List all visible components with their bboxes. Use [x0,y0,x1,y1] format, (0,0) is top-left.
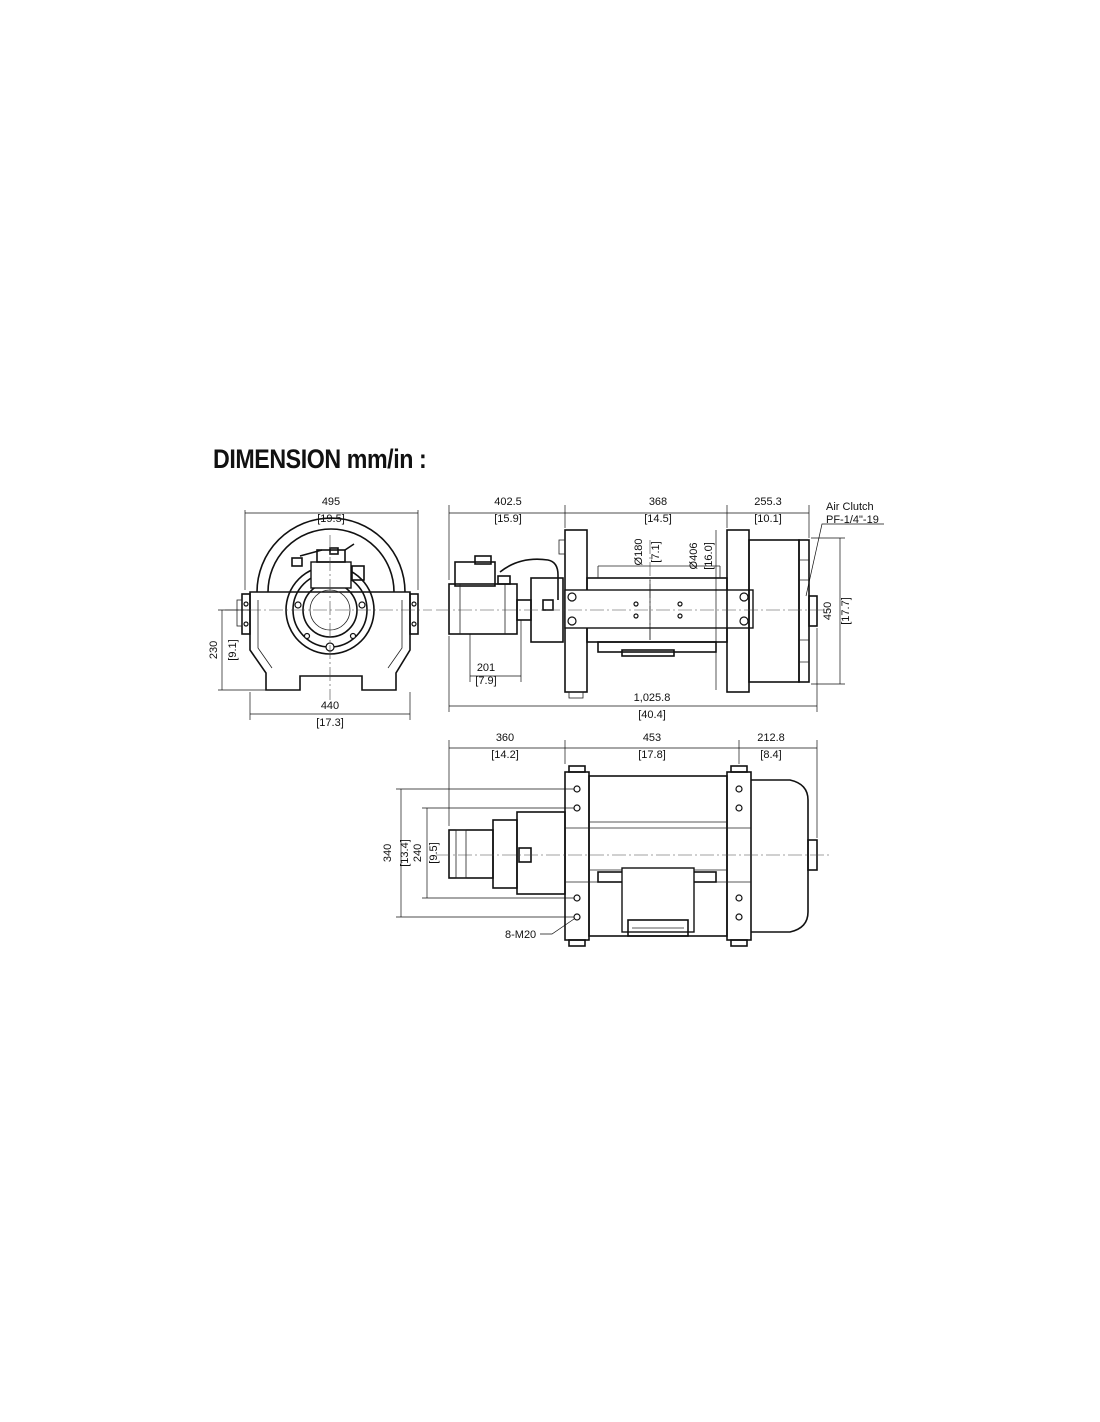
dim-flange-dia: Ø406 [688,543,700,570]
dim-side-height-in: [17.7] [840,597,852,625]
bolt-callout: 8-M20 [505,929,536,941]
side-view: 402.5 [15.9] 368 [14.5] 255.3 [10.1] Ø18… [436,496,884,721]
dim-side-total: 1,025.8 [634,692,671,704]
dim-side-motor: 402.5 [494,496,522,508]
dim-top-motor: 360 [496,732,514,744]
dim-top-outer-in: [13.4] [399,839,411,867]
dim-front-width: 495 [322,496,340,508]
dim-side-clutch-in: [10.1] [754,513,782,525]
dim-side-height: 450 [822,602,834,620]
dim-top-clutch-in: [8.4] [760,749,781,761]
dim-side-total-in: [40.4] [638,709,666,721]
dim-top-span: 453 [643,732,661,744]
dim-side-motor-in: [15.9] [494,513,522,525]
air-clutch-port: PF-1/4"-19 [826,514,879,526]
dim-side-clutch: 255.3 [754,496,782,508]
dim-front-base-in: [17.3] [316,717,344,729]
dim-side-offset: 201 [477,662,495,674]
dim-top-motor-in: [14.2] [491,749,519,761]
dim-drum-dia: Ø180 [633,539,645,566]
top-view: 360 [14.2] 453 [17.8] 212.8 [8.4] 340 [1… [382,732,832,947]
dim-front-width-in: [19.5] [317,513,345,525]
dim-top-inner-in: [9.5] [428,842,440,863]
dim-top-outer: 340 [382,844,394,862]
dim-side-drum: 368 [649,496,667,508]
dim-front-height: 230 [208,641,220,659]
dim-top-clutch: 212.8 [757,732,785,744]
dim-side-drum-in: [14.5] [644,513,672,525]
dim-front-base: 440 [321,700,339,712]
dim-front-height-in: [9.1] [227,639,239,660]
front-view: 495 [19.5] 440 [17.3] 230 [9.1] [208,496,432,729]
dim-top-span-in: [17.8] [638,749,666,761]
dim-flange-dia-in: [16.0] [703,542,715,570]
air-clutch-label: Air Clutch [826,501,874,513]
dim-top-inner: 240 [412,844,424,862]
dim-side-offset-in: [7.9] [475,675,496,687]
dim-drum-dia-in: [7.1] [650,541,662,562]
page-title: DIMENSION mm/in : [213,444,427,474]
